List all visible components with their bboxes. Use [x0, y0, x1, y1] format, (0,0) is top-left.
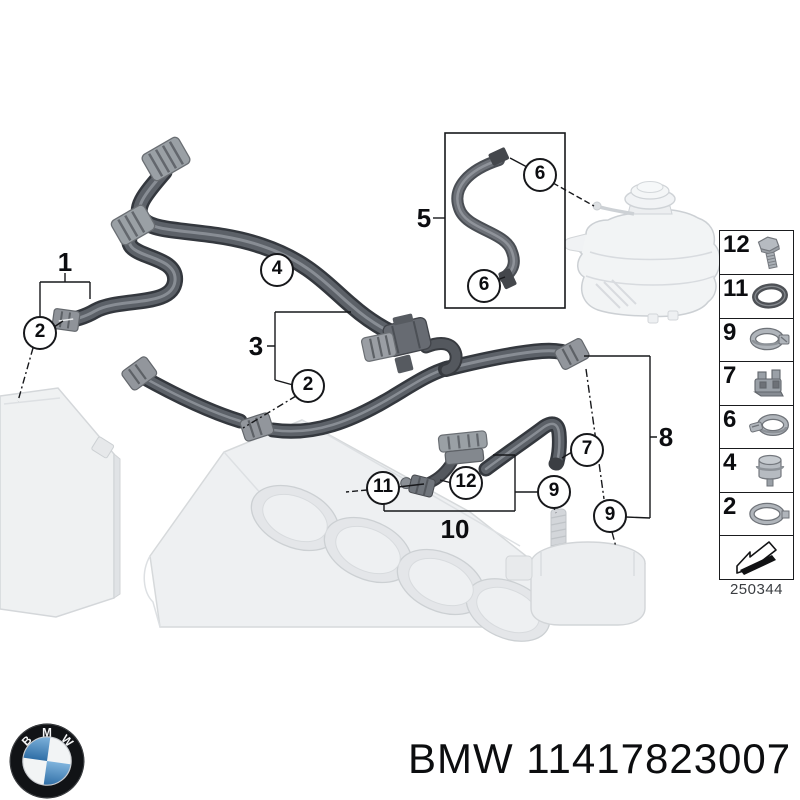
o-ring-icon	[747, 278, 793, 314]
callout-5: 5	[416, 203, 432, 233]
legend-item-number: 4	[723, 449, 737, 476]
oil-filter-housing	[505, 508, 646, 626]
legend-item-number: 7	[723, 362, 737, 389]
legend-item-number: 11	[723, 275, 749, 302]
spring-clamp-icon	[747, 409, 793, 445]
legend-item-12: 12	[719, 230, 794, 275]
engine-block	[143, 419, 551, 642]
callout-2: 2	[291, 369, 325, 403]
bmw-quadrants	[22, 736, 72, 786]
legend-item-9: 9	[719, 318, 794, 362]
callout-2: 2	[23, 316, 57, 350]
direction-arrow-icon	[733, 537, 783, 577]
callout-9: 9	[593, 499, 627, 533]
callout-leader-lines	[17, 157, 657, 548]
callout-4: 4	[260, 253, 294, 287]
callout-3: 3	[248, 331, 264, 361]
hose-fittings	[51, 136, 590, 498]
callout-6: 6	[467, 269, 501, 303]
sleeve-clamp-icon	[747, 452, 793, 488]
legend-direction-cell	[719, 536, 794, 580]
hardware-legend: 12 11 9 7 6 4 2	[719, 230, 794, 580]
cooling-hoses-diagram	[0, 132, 721, 642]
legend-item-7: 7	[719, 362, 794, 406]
callout-6: 6	[523, 158, 557, 192]
expansion-tank	[563, 181, 721, 324]
bmw-roundel-logo: B M W	[9, 723, 85, 799]
legend-item-number: 2	[723, 492, 737, 520]
callout-1: 1	[57, 247, 73, 277]
legend-item-11: 11	[719, 275, 794, 319]
callout-7: 7	[570, 433, 604, 467]
legend-item-number: 9	[723, 318, 737, 346]
legend-item-6: 6	[719, 405, 794, 449]
callout-11: 11	[366, 471, 400, 505]
bolt-icon	[747, 235, 793, 271]
figure-code: 250344	[729, 581, 784, 598]
legend-item-4: 4	[719, 449, 794, 493]
legend-item-2: 2	[719, 492, 794, 536]
callout-8: 8	[658, 422, 674, 452]
logo-letter-m: M	[42, 726, 52, 739]
callout-10: 10	[440, 514, 470, 544]
callout-12: 12	[449, 466, 483, 500]
callout-9: 9	[537, 475, 571, 509]
legend-item-number: 6	[723, 405, 737, 433]
radiator	[0, 387, 121, 618]
band-clamp-icon	[747, 496, 793, 532]
legend-item-number: 12	[723, 231, 750, 258]
part-number-text: BMW 11417823007	[408, 735, 792, 782]
worm-clamp-icon	[747, 322, 793, 358]
holder-clip-icon	[747, 365, 793, 401]
